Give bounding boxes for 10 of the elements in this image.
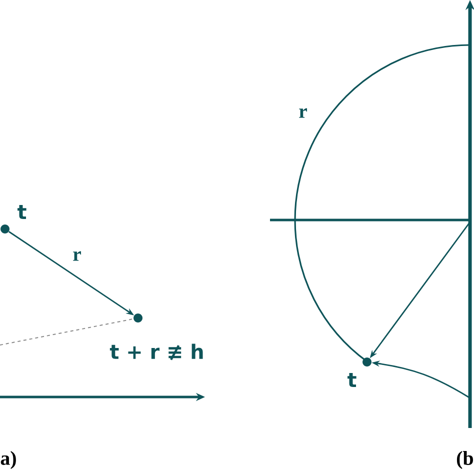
panel-label: a)	[0, 450, 16, 470]
edge-label: r	[72, 250, 82, 262]
point-label: t + r ≢ h	[110, 344, 203, 360]
point-label: t	[348, 373, 356, 387]
radius-label: r	[299, 108, 307, 118]
point	[134, 314, 142, 322]
point-label: t	[18, 205, 26, 219]
panel-label: (b	[456, 450, 473, 470]
point	[0, 224, 10, 234]
point	[362, 358, 372, 366]
